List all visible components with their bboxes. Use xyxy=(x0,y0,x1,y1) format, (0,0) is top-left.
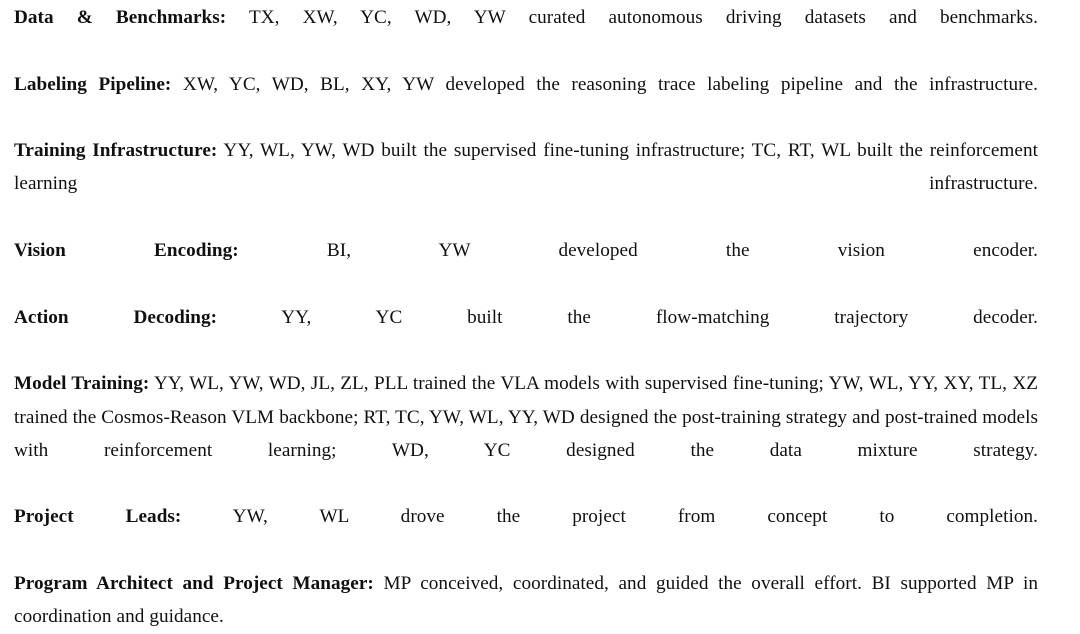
contribution-role-label: Model Training: xyxy=(14,373,150,395)
contribution-role-label: Data & Benchmarks: xyxy=(14,7,227,28)
contribution-role-label: Project Leads: xyxy=(14,506,182,528)
contributions-section: Data & Benchmarks: TX, XW, YC, WD, YW cu… xyxy=(14,1,1038,634)
contribution-entry-project-leads: Project Leads: YW, WL drove the project … xyxy=(14,500,1038,567)
contribution-role-label: Labeling Pipeline: xyxy=(14,73,172,95)
contribution-description: YY, YC built the flow-matching trajector… xyxy=(217,306,1038,328)
contribution-entry-data-benchmarks: Data & Benchmarks: TX, XW, YC, WD, YW cu… xyxy=(14,1,1038,68)
contribution-entry-labeling-pipeline: Labeling Pipeline: XW, YC, WD, BL, XY, Y… xyxy=(14,68,1038,135)
contribution-description: YY, WL, YW, WD, JL, ZL, PLL trained the … xyxy=(14,373,1038,461)
contribution-description: TX, XW, YC, WD, YW curated autonomous dr… xyxy=(226,7,1039,28)
contribution-role-label: Vision Encoding: xyxy=(14,240,239,262)
contribution-entry-training-infrastructure: Training Infrastructure: YY, WL, YW, WD … xyxy=(14,134,1038,234)
contribution-entry-vision-encoding: Vision Encoding: BI, YW developed the vi… xyxy=(14,234,1038,301)
contribution-role-label: Action Decoding: xyxy=(14,306,218,328)
contribution-role-label: Program Architect and Project Manager: xyxy=(14,573,374,595)
contribution-description: BI, YW developed the vision encoder. xyxy=(238,240,1038,262)
contribution-description: YY, WL, YW, WD built the supervised fine… xyxy=(14,140,1038,195)
contribution-entry-program-architect: Program Architect and Project Manager: M… xyxy=(14,567,1038,634)
contribution-role-label: Training Infrastructure: xyxy=(14,140,218,162)
contribution-entry-model-training: Model Training: YY, WL, YW, WD, JL, ZL, … xyxy=(14,367,1038,500)
contribution-description: XW, YC, WD, BL, XY, YW developed the rea… xyxy=(171,73,1038,95)
contribution-entry-action-decoding: Action Decoding: YY, YC built the flow-m… xyxy=(14,301,1038,368)
